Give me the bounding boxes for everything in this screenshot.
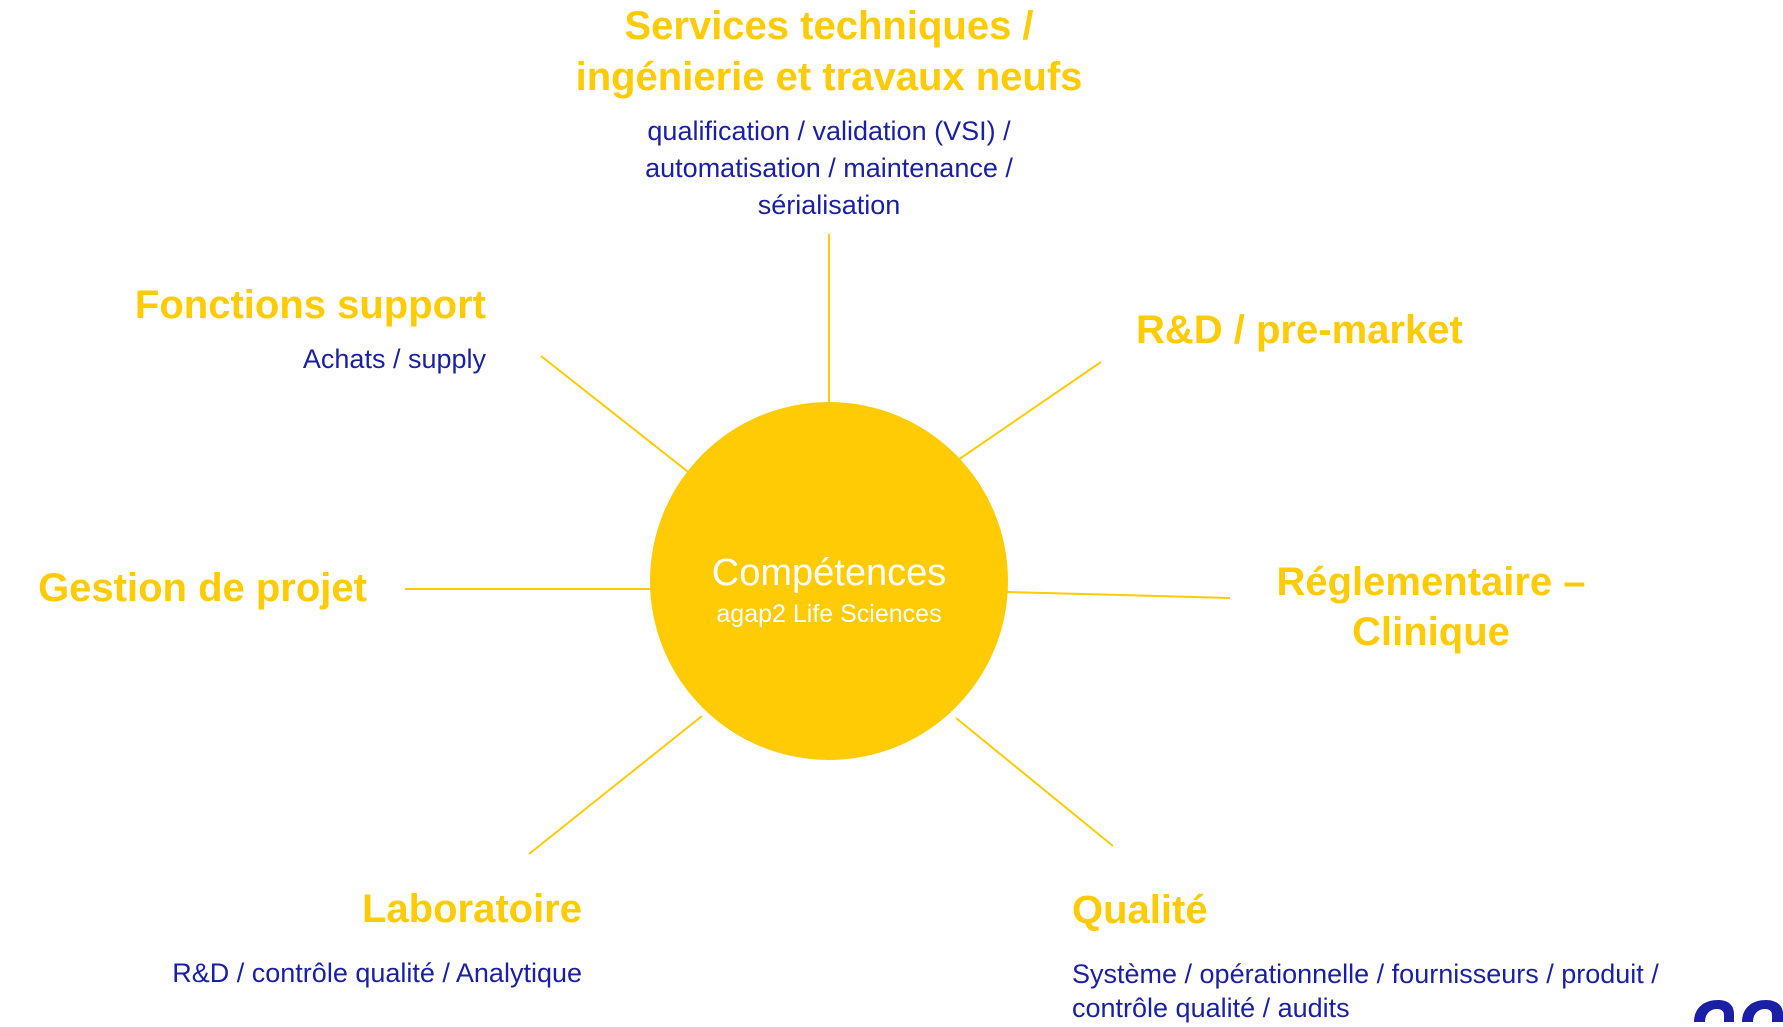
services-techniques-title-line2: ingénierie et travaux neufs [575,55,1083,99]
connector-qualite [955,717,1114,847]
rd-premarket-title: R&D / pre-market [1136,308,1463,352]
hub-title: Compétences [711,552,947,594]
brand-logo [1688,992,1783,1022]
fonctions-support-title: Fonctions support [134,283,486,327]
reglementaire-title-line2: Clinique [1352,610,1510,654]
services-techniques-desc-line2: automatisation / maintenance / [645,153,1013,183]
hub-subtitle: agap2 Life Sciences [716,600,942,628]
qualite-desc-line2: contrôle qualité / audits [1072,993,1350,1023]
laboratoire-desc: R&D / contrôle qualité / Analytique [172,958,582,988]
brand-logo-mark [1694,1000,1783,1022]
connector-rd-premarket [954,361,1102,463]
connector-fonctions-support [540,355,693,476]
services-techniques-desc-line1: qualification / validation (VSI) / [647,116,1011,146]
gestion-projet-title: Gestion de projet [38,566,367,610]
laboratoire-title: Laboratoire [361,887,582,931]
services-techniques-title-line1: Services techniques / [624,4,1034,48]
fonctions-support-desc: Achats / supply [302,344,486,374]
qualite-desc-line1: Système / opérationnelle / fournisseurs … [1072,959,1659,989]
reglementaire-title-line1: Réglementaire – [1276,560,1586,604]
competences-hub: Compétences agap2 Life Sciences [650,402,1008,760]
qualite-title: Qualité [1072,888,1208,932]
connector-laboratoire [528,715,703,855]
services-techniques-desc-line3: sérialisation [757,190,901,220]
connector-reglementaire [1006,591,1231,599]
